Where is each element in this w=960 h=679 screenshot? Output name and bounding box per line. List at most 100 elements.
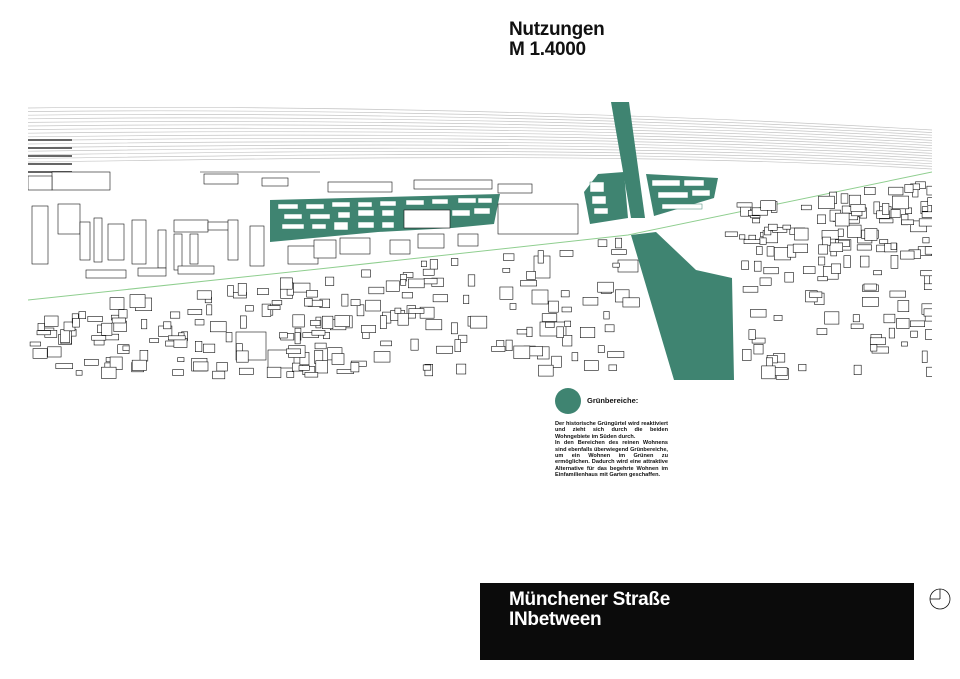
building-footprint	[890, 242, 897, 250]
building-footprint	[413, 179, 493, 190]
building-footprint	[101, 366, 117, 379]
building-footprint	[157, 229, 167, 269]
building-footprint	[410, 338, 419, 351]
building-footprint	[286, 371, 295, 378]
building-footprint	[470, 315, 488, 329]
building-footprint	[212, 370, 226, 380]
building-footprint	[869, 337, 886, 345]
legend-heading: Grünbereiche:	[587, 396, 639, 405]
building-footprint	[834, 212, 850, 227]
building-footprint	[503, 253, 515, 261]
building-footprint	[756, 246, 763, 255]
building-footprint	[818, 244, 828, 255]
building-footprint	[773, 315, 783, 321]
building-footprint	[236, 343, 243, 352]
building-footprint	[306, 290, 318, 298]
building-footprint	[28, 175, 53, 191]
building-footprint	[458, 334, 468, 343]
railway-track-line	[28, 138, 932, 154]
building-footprint	[118, 309, 128, 319]
building-footprint	[883, 313, 896, 324]
building-footprint	[75, 370, 83, 376]
building-footprint	[561, 306, 572, 313]
building-footprint	[837, 228, 844, 237]
building-footprint	[450, 322, 458, 335]
building-footprint	[497, 203, 579, 235]
railway-track-line	[28, 117, 932, 139]
building-footprint	[604, 324, 615, 333]
building-footprint	[368, 286, 385, 295]
building-footprint	[800, 204, 812, 211]
building-footprint	[751, 337, 766, 344]
building-footprint	[397, 313, 409, 326]
building-footprint	[203, 173, 239, 185]
building-footprint	[509, 303, 517, 310]
building-footprint	[861, 297, 879, 307]
building-footprint	[177, 357, 185, 363]
green-areas	[270, 102, 734, 380]
building-footprint	[925, 329, 932, 340]
building-footprint	[423, 278, 438, 285]
building-footprint	[454, 339, 461, 352]
building-footprint	[101, 322, 113, 336]
building-footprint	[748, 329, 756, 340]
title-line-1: Nutzungen	[509, 19, 605, 40]
building-footprint	[314, 342, 327, 350]
building-footprint	[304, 298, 313, 307]
legend-paragraph-1: Der historische Grüngürtel wird reaktivi…	[555, 421, 668, 440]
building-footprint	[870, 344, 878, 352]
building-footprint	[389, 239, 411, 255]
building-footprint	[32, 348, 48, 359]
building-footprint	[361, 269, 371, 278]
building-footprint	[617, 259, 639, 273]
building-footprint	[782, 224, 792, 230]
railway-track-line	[28, 127, 932, 146]
building-footprint	[499, 286, 514, 300]
building-footprint	[798, 363, 807, 372]
building-footprint	[283, 213, 303, 220]
building-footprint	[562, 335, 573, 347]
building-footprint	[141, 319, 148, 330]
building-footprint	[400, 279, 407, 286]
building-footprint	[818, 195, 835, 209]
building-footprint	[257, 288, 269, 295]
building-footprint	[173, 219, 209, 233]
building-footprint	[571, 352, 579, 362]
building-footprint	[766, 246, 775, 257]
building-footprint	[824, 311, 840, 325]
building-footprint	[863, 283, 877, 291]
building-footprint	[818, 256, 826, 266]
building-footprint	[31, 205, 49, 265]
building-footprint	[597, 281, 614, 293]
building-footprint	[926, 366, 932, 377]
green-corridor-north	[611, 102, 645, 218]
building-footprint	[350, 299, 361, 307]
building-footprint	[736, 202, 753, 208]
building-footprint	[321, 315, 334, 329]
legend-description: Der historische Grüngürtel wird reaktivi…	[555, 421, 668, 479]
building-footprint	[463, 294, 470, 304]
building-footprint	[923, 283, 932, 291]
building-footprint	[227, 285, 234, 297]
building-footprint	[750, 309, 767, 318]
building-footprint	[657, 191, 689, 199]
building-footprint	[47, 346, 62, 358]
building-footprint	[405, 199, 425, 206]
building-footprint	[311, 330, 326, 336]
building-footprint	[759, 237, 767, 245]
building-footprint	[149, 338, 159, 343]
railway-track-line	[28, 154, 932, 167]
building-footprint	[361, 325, 376, 333]
building-footprint	[763, 267, 779, 275]
building-footprint	[850, 323, 864, 329]
building-footprint	[608, 364, 617, 371]
railway-track-line	[28, 106, 932, 131]
building-footprint	[502, 268, 511, 273]
building-footprint	[794, 227, 809, 241]
building-footprint	[239, 367, 254, 375]
building-footprint	[537, 250, 544, 264]
building-footprint	[310, 320, 321, 326]
railway-track-line	[28, 141, 932, 157]
building-footprint	[429, 259, 438, 270]
building-footprint	[651, 179, 681, 187]
